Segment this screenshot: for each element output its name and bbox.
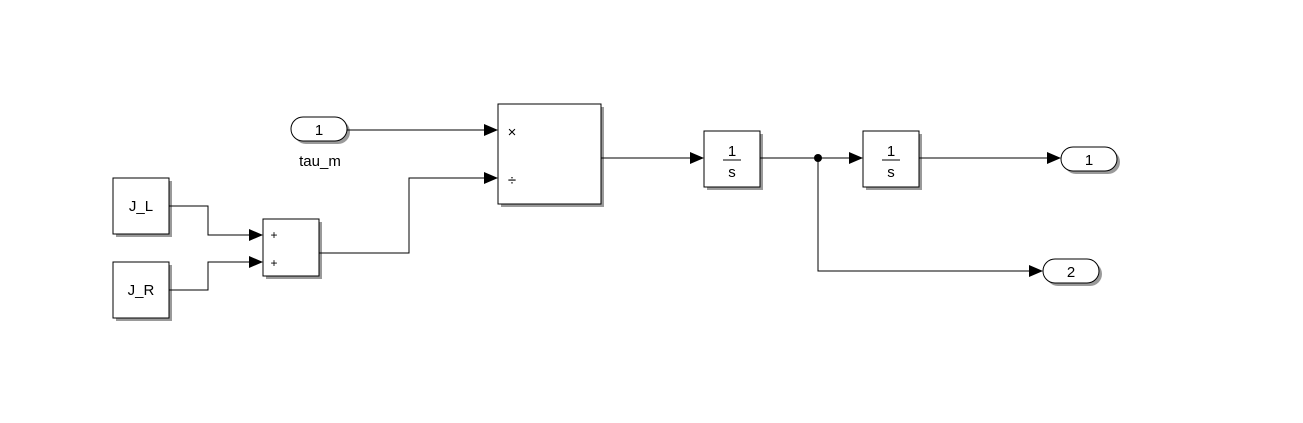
- constant-block-j-r[interactable]: J_R: [112, 261, 172, 321]
- inport-name-label: tau_m: [299, 153, 341, 170]
- outport-1[interactable]: 1: [1060, 146, 1120, 174]
- signal-lines: [169, 124, 1061, 291]
- arrowhead: [484, 172, 498, 184]
- arrowhead: [849, 152, 863, 164]
- integrator-numerator: 1: [728, 143, 736, 160]
- signal-line-jr-to-sum[interactable]: [169, 261, 249, 291]
- inport-number: 1: [315, 122, 323, 139]
- multiply-op: ×: [508, 124, 517, 141]
- signal-line-jl-to-sum[interactable]: [169, 205, 249, 236]
- integrator-block-1[interactable]: 1 s: [703, 130, 763, 190]
- integrator-block-2[interactable]: 1 s: [862, 130, 922, 190]
- arrowhead: [690, 152, 704, 164]
- signal-line-branch-to-outport2[interactable]: [817, 158, 1029, 272]
- outport-number: 2: [1067, 264, 1075, 281]
- arrowhead: [1029, 265, 1043, 277]
- signal-line-sum-to-product[interactable]: [319, 177, 484, 254]
- constant-block-j-l[interactable]: J_L: [112, 177, 172, 237]
- divide-op: ÷: [508, 172, 516, 189]
- arrowhead: [1047, 152, 1061, 164]
- sum-sign-1: +: [270, 228, 277, 242]
- constant-value: J_L: [129, 198, 153, 215]
- arrowhead: [249, 256, 263, 268]
- product-block[interactable]: × ÷: [497, 103, 604, 207]
- integrator-denominator: s: [728, 164, 736, 181]
- inport-tau-m[interactable]: 1: [290, 116, 350, 144]
- arrowhead: [484, 124, 498, 136]
- arrowhead: [249, 229, 263, 241]
- sum-block[interactable]: + +: [262, 218, 322, 279]
- sum-sign-2: +: [270, 256, 277, 270]
- integrator-denominator: s: [887, 164, 895, 181]
- outport-number: 1: [1085, 152, 1093, 169]
- integrator-numerator: 1: [887, 143, 895, 160]
- outport-2[interactable]: 2: [1042, 258, 1102, 286]
- constant-value: J_R: [128, 282, 155, 299]
